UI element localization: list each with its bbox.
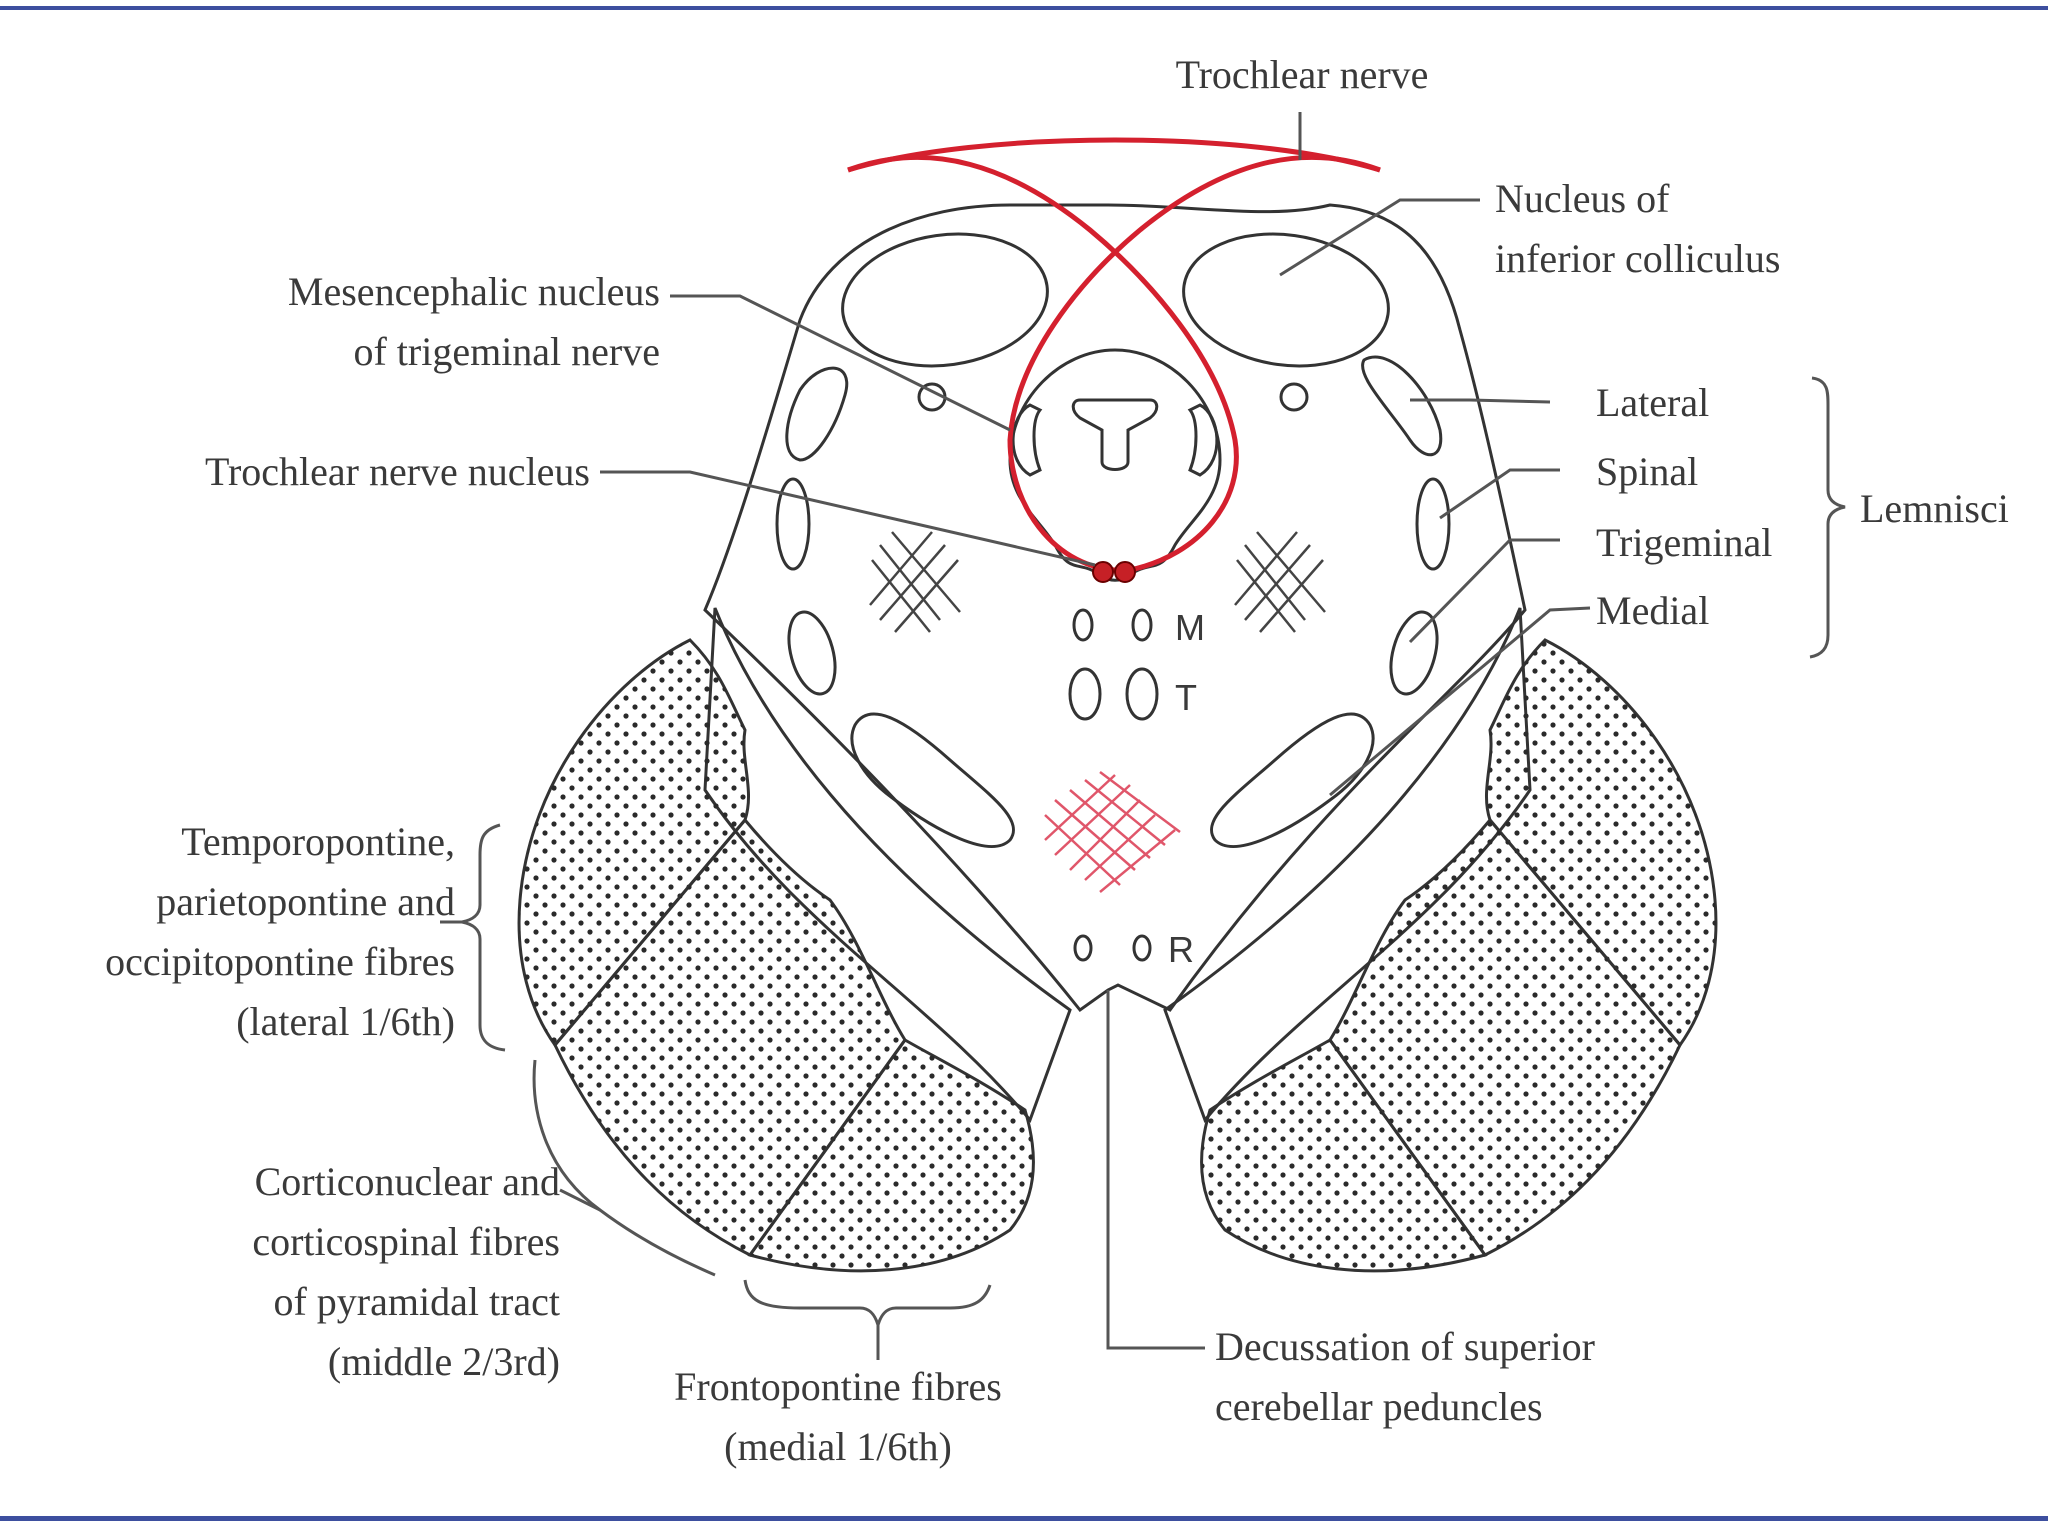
- label-cortico-2: corticospinal fibres: [252, 1219, 560, 1264]
- trochlear-nerve-arc: [847, 137, 1381, 173]
- reticular-formation-left: [869, 531, 961, 633]
- leader-mesencephalic: [670, 294, 1011, 432]
- cerebral-aqueduct: [1071, 398, 1159, 471]
- trigeminal-lemniscus-right: [1389, 610, 1439, 696]
- crus-left-lateral-dots: [519, 640, 749, 1045]
- label-cortico-3: of pyramidal tract: [273, 1279, 560, 1324]
- marker-m: M: [1175, 607, 1205, 648]
- label-temporo-4: (lateral 1/6th): [236, 999, 455, 1044]
- leader-cortico: [559, 1188, 601, 1212]
- leader-lateral: [1410, 398, 1551, 404]
- label-decussation-2: cerebellar peduncles: [1215, 1384, 1543, 1429]
- decussation-pattern: [1044, 771, 1181, 893]
- label-medial: Medial: [1596, 588, 1709, 633]
- crus-right-lateral-dots: [1486, 640, 1716, 1045]
- label-cortico-1: Corticonuclear and: [255, 1159, 560, 1204]
- crus-right-middle-dots: [1330, 820, 1680, 1255]
- oval-m-left: [1072, 608, 1094, 642]
- reticular-formation-right: [1234, 531, 1326, 633]
- frame-bottom: [0, 1516, 2048, 1521]
- label-nucleus-colliculus-1: Nucleus of: [1495, 176, 1670, 221]
- spinal-lemniscus-right: [1415, 477, 1451, 571]
- label-spinal: Spinal: [1596, 449, 1698, 494]
- label-lateral: Lateral: [1596, 380, 1709, 425]
- trochlear-nerve-path: [847, 154, 1381, 573]
- leader-colliculus: [1279, 198, 1480, 277]
- leader-medial: [1329, 606, 1591, 797]
- label-lemnisci: Lemnisci: [1860, 486, 2009, 531]
- leader-trochlear-nucleus: [600, 470, 1096, 567]
- oval-t-left: [1068, 667, 1102, 721]
- lateral-lemniscus-left: [785, 366, 849, 462]
- mesencephalic-nucleus-left: [1011, 403, 1043, 477]
- inferior-colliculus-left: [841, 232, 1049, 368]
- brace-frontopontine: [743, 1279, 992, 1331]
- crus-left-middle-dots: [555, 820, 905, 1255]
- marker-t: T: [1175, 677, 1197, 718]
- oval-m-right: [1131, 608, 1153, 642]
- label-fronto-1: Frontopontine fibres: [674, 1364, 1002, 1409]
- gray-dot-right: [1279, 382, 1309, 412]
- spinal-lemniscus-left: [775, 477, 811, 571]
- label-mesencephalic-2: of trigeminal nerve: [353, 329, 660, 374]
- brace-temporopontine: [461, 823, 506, 1052]
- label-trochlear-nerve: Trochlear nerve: [1176, 52, 1429, 97]
- trigeminal-lemniscus-left: [787, 610, 837, 696]
- frame-top: [0, 6, 2048, 10]
- medial-lemniscus-left: [850, 712, 1016, 848]
- label-trigeminal: Trigeminal: [1596, 520, 1772, 565]
- leader-spinal: [1439, 468, 1560, 520]
- medial-lemniscus-right: [1209, 712, 1375, 848]
- brace-lemnisci: [1809, 376, 1846, 659]
- label-mesencephalic-1: Mesencephalic nucleus: [288, 269, 660, 314]
- label-nucleus-colliculus-2: inferior colliculus: [1495, 236, 1780, 281]
- mesencephalic-nucleus-right: [1187, 403, 1219, 477]
- marker-r: R: [1168, 929, 1194, 970]
- crus-right-medial-dots: [1201, 1040, 1485, 1271]
- trochlear-nucleus-right: [1114, 561, 1136, 583]
- oval-r-left: [1073, 934, 1093, 962]
- leader-trigeminal: [1408, 538, 1560, 644]
- oval-t-right: [1125, 667, 1159, 721]
- periaqueductal-gray: [1008, 348, 1222, 582]
- label-fronto-2: (medial 1/6th): [724, 1424, 952, 1469]
- label-temporo-2: parietopontine and: [156, 879, 455, 924]
- oval-r-right: [1132, 934, 1152, 962]
- label-cortico-4: (middle 2/3rd): [328, 1339, 560, 1384]
- inferior-colliculus-right: [1182, 232, 1390, 368]
- lateral-lemniscus-right: [1361, 355, 1443, 457]
- crus-left-medial-dots: [750, 1040, 1034, 1271]
- leader-decussation: [1106, 990, 1205, 1350]
- label-decussation-1: Decussation of superior: [1215, 1324, 1595, 1369]
- tegmentum: [703, 203, 1527, 1013]
- label-temporo-3: occipitopontine fibres: [105, 939, 455, 984]
- label-trochlear-nucleus: Trochlear nerve nucleus: [205, 449, 590, 494]
- trochlear-nucleus-left: [1092, 561, 1114, 583]
- label-temporo-1: Temporopontine,: [181, 819, 455, 864]
